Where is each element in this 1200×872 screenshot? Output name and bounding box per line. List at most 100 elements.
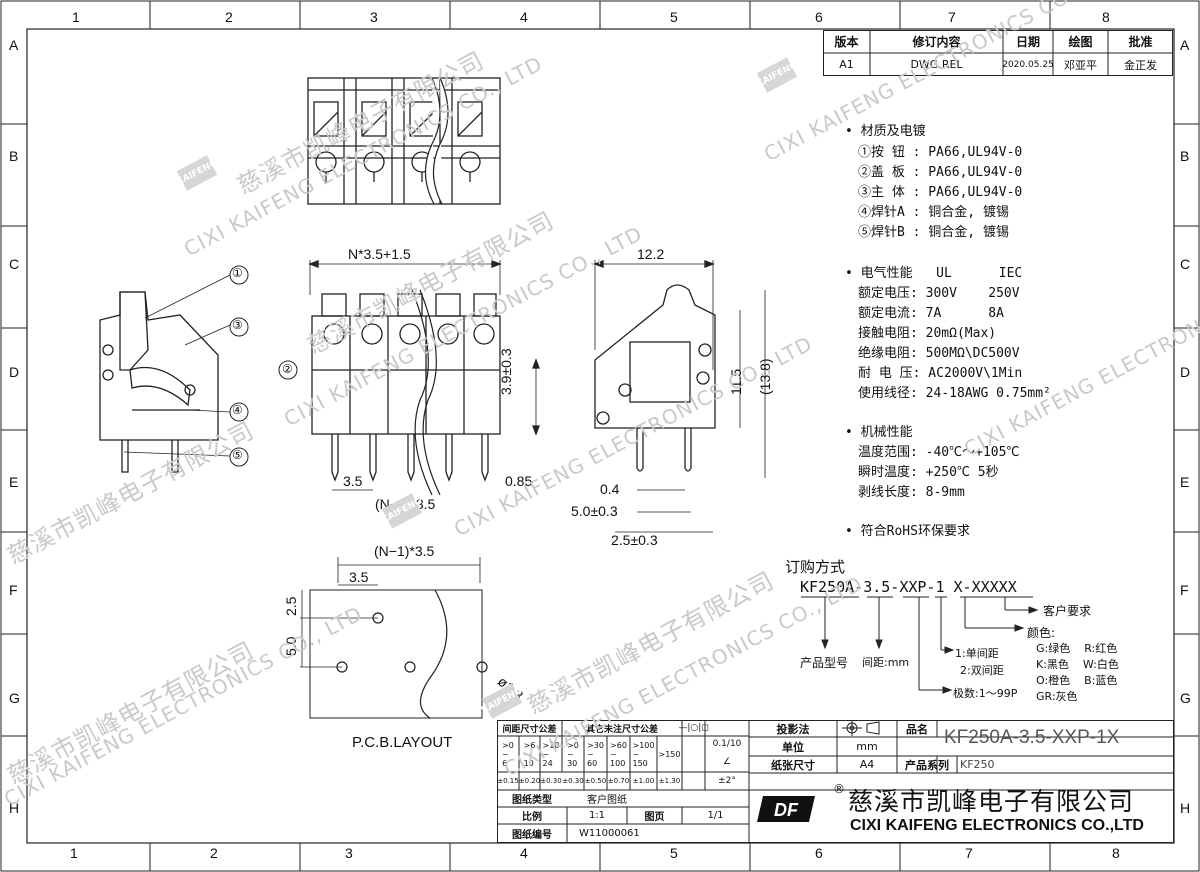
tol-value: ±0.70 <box>607 777 630 785</box>
dim-side-25: 2.5±0.3 <box>611 532 658 548</box>
col-label: 5 <box>670 9 678 25</box>
sheet-label: 图页 <box>644 812 665 823</box>
dim-side-04: 0.4 <box>600 481 620 497</box>
dim-pcb-span: (N−1)*3.5 <box>374 543 435 559</box>
rev-header: 修订内容 <box>912 35 961 49</box>
spec-mechanical: 剥线长度: 8-9mm <box>858 485 965 500</box>
unit-value: mm <box>856 740 878 753</box>
spec-electrical: 耐 电 压: AC2000V\1Min <box>858 366 1023 381</box>
company-name-cn: 慈溪市凯峰电子有限公司 <box>848 787 1135 816</box>
tol-range: >30 ~ 60 <box>587 740 604 768</box>
pcb-layout-label: P.C.B.LAYOUT <box>352 734 453 751</box>
row-label: G <box>9 690 20 706</box>
row-label: D <box>1180 364 1191 380</box>
order-code-arrows <box>801 596 1039 694</box>
rev-cell: 金正发 <box>1124 58 1157 72</box>
row-label: F <box>1180 582 1189 598</box>
spec-electrical: 额定电压: 300V 250V <box>858 286 1020 301</box>
col-label: 3 <box>345 845 353 861</box>
callout-2: ② <box>282 362 293 376</box>
tol-range: >0 ~ 6 <box>502 740 514 768</box>
tol-header-pitch: 间距尺寸公差 <box>502 724 557 735</box>
rev-header: 绘图 <box>1068 35 1093 49</box>
rev-cell: 邓亚平 <box>1064 58 1097 72</box>
col-label: 5 <box>670 845 678 861</box>
col-label: 1 <box>70 845 78 861</box>
paper-value: A4 <box>859 758 875 771</box>
rev-cell: DWG.REL <box>910 58 963 71</box>
tol-range: >100 ~ 150 <box>632 740 655 768</box>
tol-value: ±1.30 <box>658 777 681 785</box>
drawing-type-value: 客户图纸 <box>587 795 627 806</box>
tol-range: >60 ~ 100 <box>610 740 627 768</box>
row-label: E <box>9 474 19 490</box>
spec-rohs: • 符合RoHS环保要求 <box>845 524 970 539</box>
scale-label: 比例 <box>522 812 542 823</box>
callout-circles <box>229 265 249 467</box>
callout-5: ⑤ <box>232 448 243 462</box>
dim-pitch: 3.5 <box>343 473 363 489</box>
order-product-type: 产品型号 <box>800 656 849 670</box>
exploded-view-drawing <box>99 274 231 473</box>
dim-side-50: 5.0±0.3 <box>571 503 618 519</box>
tol-value: ±1.00 <box>632 777 655 785</box>
front-view-drawing <box>308 260 540 496</box>
spec-material: ⑤焊针B : 铜合金, 镀锡 <box>858 225 1009 240</box>
spec-mechanical-title: • 机械性能 <box>845 425 913 440</box>
order-color: O:橙色 B:蓝色 <box>1036 674 1118 687</box>
rev-header: 日期 <box>1015 35 1040 49</box>
row-label: H <box>9 800 20 816</box>
tol-value: ±0.20 <box>518 777 541 785</box>
col-label: 4 <box>520 9 528 25</box>
product-name-label: 品名 <box>906 722 928 736</box>
tol-angle-value: ±2° <box>718 776 736 786</box>
col-label: 1 <box>72 9 80 25</box>
order-title: 订购方式 <box>785 558 846 576</box>
spec-electrical: 额定电流: 7A 8A <box>858 306 1004 321</box>
dim-pcb-25: 2.5 <box>283 596 299 616</box>
row-label: A <box>1180 37 1190 53</box>
rev-header: 版本 <box>834 35 859 49</box>
dim-height: 3.9±0.3 <box>498 348 514 395</box>
order-color: GR:灰色 <box>1036 690 1078 703</box>
row-label: C <box>1180 256 1191 272</box>
callout-1: ① <box>232 266 243 280</box>
tol-range: >150 <box>658 749 681 759</box>
row-label: B <box>9 148 19 164</box>
row-label: C <box>9 256 20 272</box>
row-label: F <box>9 582 18 598</box>
company-logo: DF <box>757 792 817 826</box>
rev-cell: A1 <box>839 58 854 71</box>
registered-mark-icon: ® <box>833 782 845 796</box>
product-name-value: KF250A-3.5-XXP-1X <box>944 727 1120 748</box>
dim-front-top: N*3.5+1.5 <box>348 246 411 262</box>
title-block-grid <box>497 720 1174 843</box>
spec-material: ②盖 板 : PA66,UL94V-0 <box>858 165 1023 180</box>
dim-pcb-35: 3.5 <box>349 569 369 585</box>
order-color-title: 颜色: <box>1027 626 1056 640</box>
paper-label: 纸张尺寸 <box>771 758 815 772</box>
pcb-layout-drawing <box>300 557 488 719</box>
spec-mechanical: 温度范围: -40℃～+105℃ <box>858 445 1020 460</box>
series-label: 产品系列 <box>905 758 949 772</box>
tol-symbol: —|○|◻ <box>678 723 709 733</box>
tol-value: ±0.30 <box>562 777 584 785</box>
col-label: 2 <box>210 845 218 861</box>
company-name-en: CIXI KAIFENG ELECTRONICS CO.,LTD <box>850 817 1144 834</box>
order-color: K:黑色 W:白色 <box>1036 658 1119 671</box>
unit-label: 单位 <box>782 740 804 754</box>
order-customer-req: 客户要求 <box>1043 604 1092 618</box>
row-label: D <box>9 364 20 380</box>
tol-value: ±0.30 <box>540 777 562 785</box>
col-label: 8 <box>1112 845 1120 861</box>
scale-value: 1:1 <box>588 810 606 821</box>
logo-text: DF <box>774 800 799 820</box>
order-color: G:绿色 R:红色 <box>1036 642 1118 655</box>
tol-angle: 0.1/10 <box>712 739 742 749</box>
order-spacing: 1:单间距 <box>955 647 999 660</box>
order-pitch: 间距:mm <box>862 656 910 669</box>
col-label: 7 <box>965 845 973 861</box>
rev-cell: 2020.05.25 <box>1002 59 1054 70</box>
revision-table: 版本 修订内容 日期 绘图 批准 A1 DWG.REL 2020.05.25 邓… <box>823 30 1173 76</box>
top-view-drawing <box>307 77 501 205</box>
